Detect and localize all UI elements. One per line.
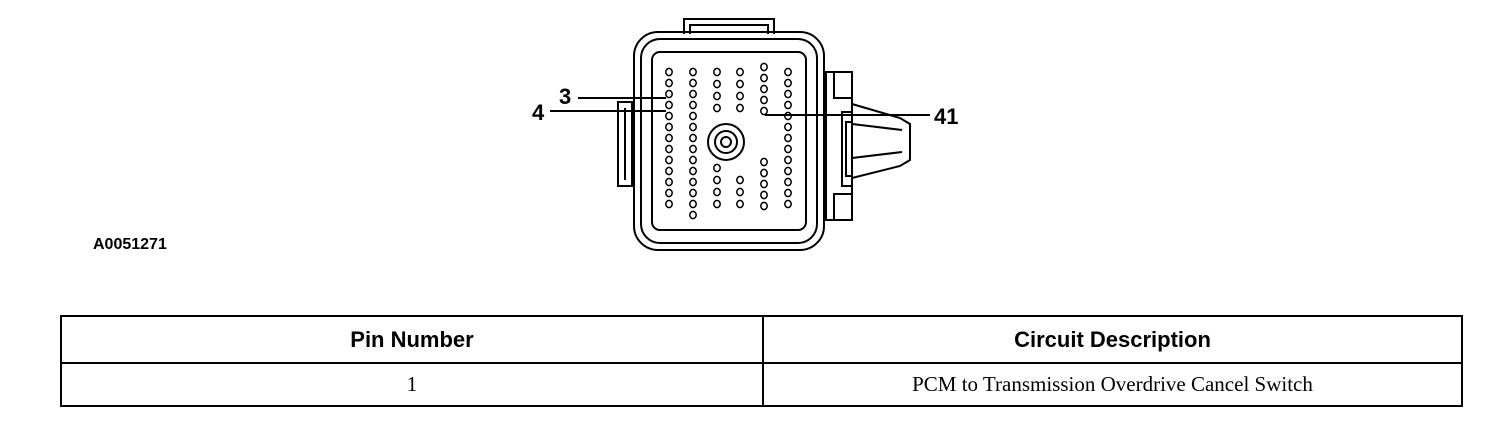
callout-label-3: 3 (559, 84, 571, 109)
pin-cavity (665, 177, 673, 187)
pin-cavity (736, 175, 744, 185)
pin-cavity (689, 100, 697, 110)
pin-cavity (689, 199, 697, 209)
pin-cavity (784, 166, 792, 176)
pin-table: Pin Number Circuit Description 1 PCM to … (60, 315, 1463, 407)
pin-cavity (665, 89, 673, 99)
pin-cavity (760, 201, 768, 211)
pin-cavity (713, 163, 721, 173)
pin-cavity (689, 78, 697, 88)
pin-cavity (689, 188, 697, 198)
pin-cavity (665, 78, 673, 88)
pin-cavity (689, 89, 697, 99)
pin-cavity (784, 177, 792, 187)
connector-right-clip (825, 71, 853, 221)
callout-label-4: 4 (532, 100, 545, 125)
pin-cavity (736, 199, 744, 209)
pin-cavity (784, 133, 792, 143)
callout-label-41: 41 (934, 104, 958, 129)
pin-cavity (665, 144, 673, 154)
pin-cavity (736, 91, 744, 101)
pin-cavity (736, 103, 744, 113)
table-header-row: Pin Number Circuit Description (60, 315, 1463, 364)
connector-pin-field (651, 51, 807, 231)
pin-cavity (784, 199, 792, 209)
pin-cavity (784, 122, 792, 132)
connector-housing (633, 31, 825, 251)
header-circuit-description: Circuit Description (762, 315, 1463, 364)
pin-cavity (760, 84, 768, 94)
cell-pin-number: 1 (60, 362, 764, 407)
pin-cavity (689, 177, 697, 187)
pin-cavity (689, 210, 697, 220)
pin-cavity (713, 67, 721, 77)
pin-cavity (784, 100, 792, 110)
pin-cavity (736, 67, 744, 77)
pin-cavity (760, 168, 768, 178)
pin-cavity (665, 133, 673, 143)
header-pin-number: Pin Number (60, 315, 764, 364)
pin-cavity (760, 157, 768, 167)
pin-cavity (665, 155, 673, 165)
cell-circuit-description: PCM to Transmission Overdrive Cancel Swi… (762, 362, 1463, 407)
pin-cavity (713, 199, 721, 209)
connector-diagram: 3 4 41 (532, 18, 958, 251)
pin-cavity (665, 100, 673, 110)
pin-cavity (784, 144, 792, 154)
pin-cavity (784, 155, 792, 165)
pin-cavity (665, 188, 673, 198)
pin-cavity (689, 122, 697, 132)
pin-cavity (760, 62, 768, 72)
pin-cavity (760, 190, 768, 200)
pin-cavity (736, 187, 744, 197)
pin-cavity (784, 67, 792, 77)
pin-cavity (784, 89, 792, 99)
pin-cavity (784, 78, 792, 88)
pin-cavity (665, 111, 673, 121)
pin-cavity (665, 199, 673, 209)
table-row: 1 PCM to Transmission Overdrive Cancel S… (60, 362, 1463, 407)
connector-center-post (707, 123, 745, 161)
pin-cavity (689, 144, 697, 154)
pin-cavity (665, 166, 673, 176)
connector-left-tab (617, 101, 633, 187)
pin-cavity (760, 106, 768, 116)
pin-cavity (665, 67, 673, 77)
pin-cavity (760, 95, 768, 105)
pin-cavity (760, 73, 768, 83)
pin-cavity (713, 79, 721, 89)
pin-cavity (713, 175, 721, 185)
pin-cavity (713, 91, 721, 101)
connector-top-latch (683, 18, 775, 34)
pin-cavity (665, 122, 673, 132)
pin-cavity (713, 103, 721, 113)
pin-cavity (760, 179, 768, 189)
figure-id: A0051271 (93, 236, 167, 253)
pin-cavity (689, 155, 697, 165)
pin-cavity (736, 79, 744, 89)
pin-cavity (784, 188, 792, 198)
pin-cavity (689, 166, 697, 176)
pin-cavity (713, 187, 721, 197)
pin-cavity (689, 133, 697, 143)
pin-cavity (689, 67, 697, 77)
pin-cavity (689, 111, 697, 121)
pin-cavities (665, 62, 792, 220)
